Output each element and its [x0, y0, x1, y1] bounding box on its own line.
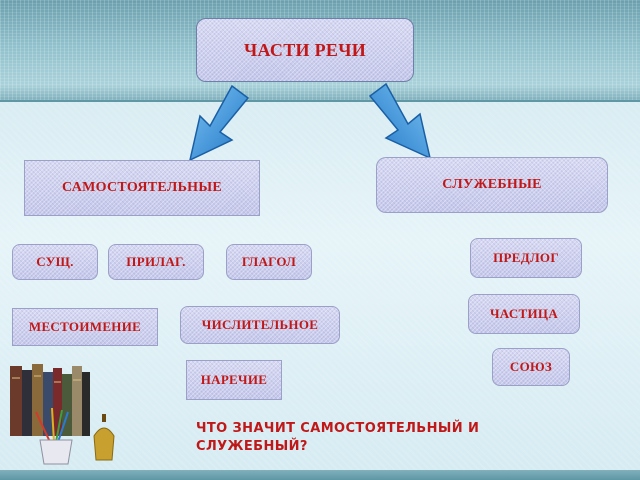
adverb-box: НАРЕЧИЕ [186, 360, 282, 400]
preposition-box: ПРЕДЛОГ [470, 238, 582, 278]
independent-parts-box: САМОСТОЯТЕЛЬНЫЕ [24, 160, 260, 216]
preposition-label: ПРЕДЛОГ [493, 250, 559, 265]
title-text: ЧАСТИ РЕЧИ [243, 39, 367, 60]
independent-parts-label: САМОСТОЯТЕЛЬНЫЕ [61, 180, 223, 195]
conjunction-label: СОЮЗ [509, 359, 553, 374]
verb-box: ГЛАГОЛ [226, 244, 312, 280]
arrow-down-left-icon [188, 84, 250, 162]
noun-box: СУЩ. [12, 244, 98, 280]
auxiliary-parts-label: СЛУЖЕБНЫЕ [442, 177, 542, 192]
particle-label: ЧАСТИЦА [489, 306, 559, 321]
pronoun-label: МЕСТОИМЕНИЕ [28, 319, 142, 334]
question-text: ЧТО ЗНАЧИТ САМОСТОЯТЕЛЬНЫЙ И СЛУЖЕБНЫЙ? [196, 421, 480, 454]
pronoun-box: МЕСТОИМЕНИЕ [12, 308, 158, 346]
verb-label: ГЛАГОЛ [241, 254, 297, 269]
numeral-box: ЧИСЛИТЕЛЬНОЕ [180, 306, 340, 344]
noun-label: СУЩ. [36, 254, 74, 269]
adjective-label: ПРИЛАГ. [126, 254, 186, 269]
adjective-box: ПРИЛАГ. [108, 244, 204, 280]
auxiliary-parts-box: СЛУЖЕБНЫЕ [376, 157, 608, 213]
arrow-down-right-icon [368, 82, 432, 160]
particle-box: ЧАСТИЦА [468, 294, 580, 334]
bottom-decor-band [0, 470, 640, 480]
adverb-label: НАРЕЧИЕ [200, 372, 268, 387]
conjunction-box: СОЮЗ [492, 348, 570, 386]
title-box: ЧАСТИ РЕЧИ [196, 18, 414, 82]
numeral-label: ЧИСЛИТЕЛЬНОЕ [201, 317, 319, 332]
books-with-pencils-icon [10, 364, 115, 465]
